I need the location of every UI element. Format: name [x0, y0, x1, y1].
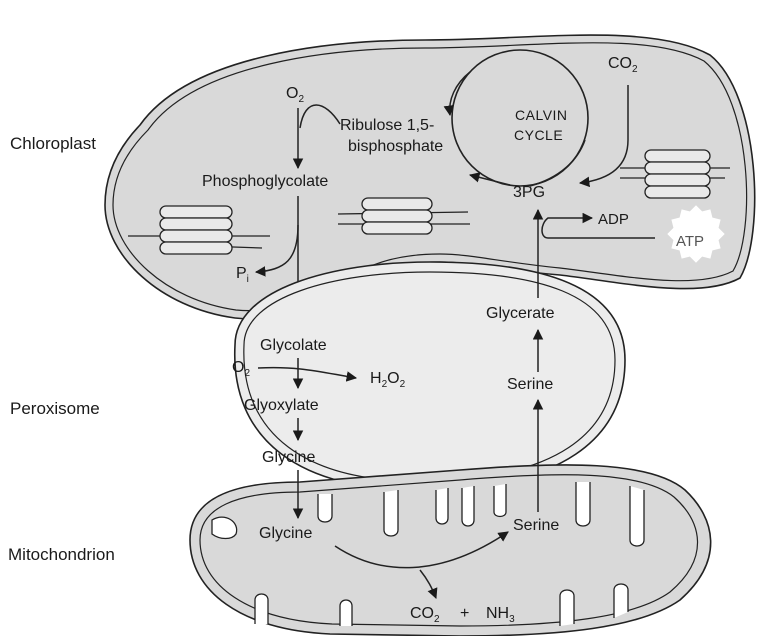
glycolate-label: Glycolate: [260, 337, 327, 354]
3pg-label: 3PG: [513, 184, 545, 201]
peroxisome-label: Peroxisome: [10, 399, 100, 418]
mito-serine-label: Serine: [513, 517, 559, 534]
rubp-label-line2: bisphosphate: [348, 138, 443, 155]
glyoxylate-label: Glyoxylate: [244, 397, 319, 414]
mitochondrion-label: Mitochondrion: [8, 545, 115, 564]
peroxisome-glycine-label: Glycine: [262, 449, 315, 466]
phosphoglycolate-label: Phosphoglycolate: [202, 173, 328, 190]
glycerate-label: Glycerate: [486, 305, 555, 322]
atp-label: ATP: [676, 233, 704, 250]
adp-label: ADP: [598, 211, 629, 228]
mito-glycine-label: Glycine: [259, 525, 312, 542]
plus-sign: +: [460, 605, 469, 622]
chloroplast-label: Chloroplast: [10, 134, 96, 153]
rubp-label-line1: Ribulose 1,5-: [340, 117, 434, 134]
peroxisome-serine-label: Serine: [507, 376, 553, 393]
calvin-label-line2: CYCLE: [514, 127, 563, 143]
calvin-label-line1: CALVIN: [515, 107, 568, 123]
